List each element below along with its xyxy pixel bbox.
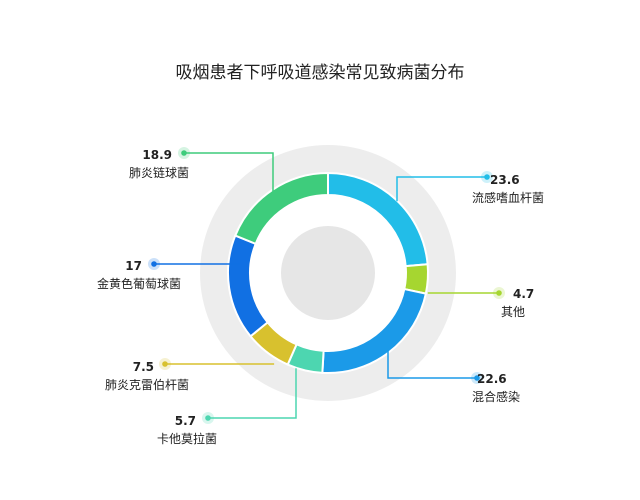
leader-dot-6 xyxy=(151,261,157,267)
value-label-1: 23.6 xyxy=(490,173,520,187)
category-label-6: 金黄色葡萄球菌 xyxy=(97,276,181,291)
leader-dot-2 xyxy=(496,290,502,296)
leader-dot-4 xyxy=(205,415,211,421)
labels-group: 23.6 流感嗜血杆菌 4.7 其他 22.6 混合感染 5.7 卡他莫拉菌 7.5 肺炎克雷伯杆… xyxy=(97,147,544,446)
slice-7 xyxy=(233,171,329,246)
center-gray-disc xyxy=(281,226,375,320)
leader-line-3 xyxy=(387,350,477,379)
value-label-7: 18.9 xyxy=(142,148,172,162)
leader-dot-1 xyxy=(484,174,490,180)
category-label-5: 肺炎克雷伯杆菌 xyxy=(105,377,189,392)
value-label-3: 22.6 xyxy=(477,372,507,386)
slices-group xyxy=(227,171,429,374)
category-label-2: 其他 xyxy=(501,305,525,319)
leader-dot-7 xyxy=(181,150,187,156)
value-label-4: 5.7 xyxy=(175,414,196,428)
leader-line-7 xyxy=(184,152,274,193)
category-label-4: 卡他莫拉菌 xyxy=(157,431,217,446)
category-label-3: 混合感染 xyxy=(472,389,520,404)
leader-line-1 xyxy=(396,176,487,202)
leader-dot-3 xyxy=(474,375,480,381)
category-label-1: 流感嗜血杆菌 xyxy=(472,190,544,205)
value-label-5: 7.5 xyxy=(133,360,154,374)
chart-title: 吸烟患者下呼吸道感染常见致病菌分布 xyxy=(176,63,465,83)
value-label-2: 4.7 xyxy=(513,287,534,301)
value-label-6: 17 xyxy=(125,259,142,273)
category-label-7: 肺炎链球菌 xyxy=(129,165,189,180)
leader-dot-5 xyxy=(162,361,168,367)
leader-line-4 xyxy=(208,368,297,419)
